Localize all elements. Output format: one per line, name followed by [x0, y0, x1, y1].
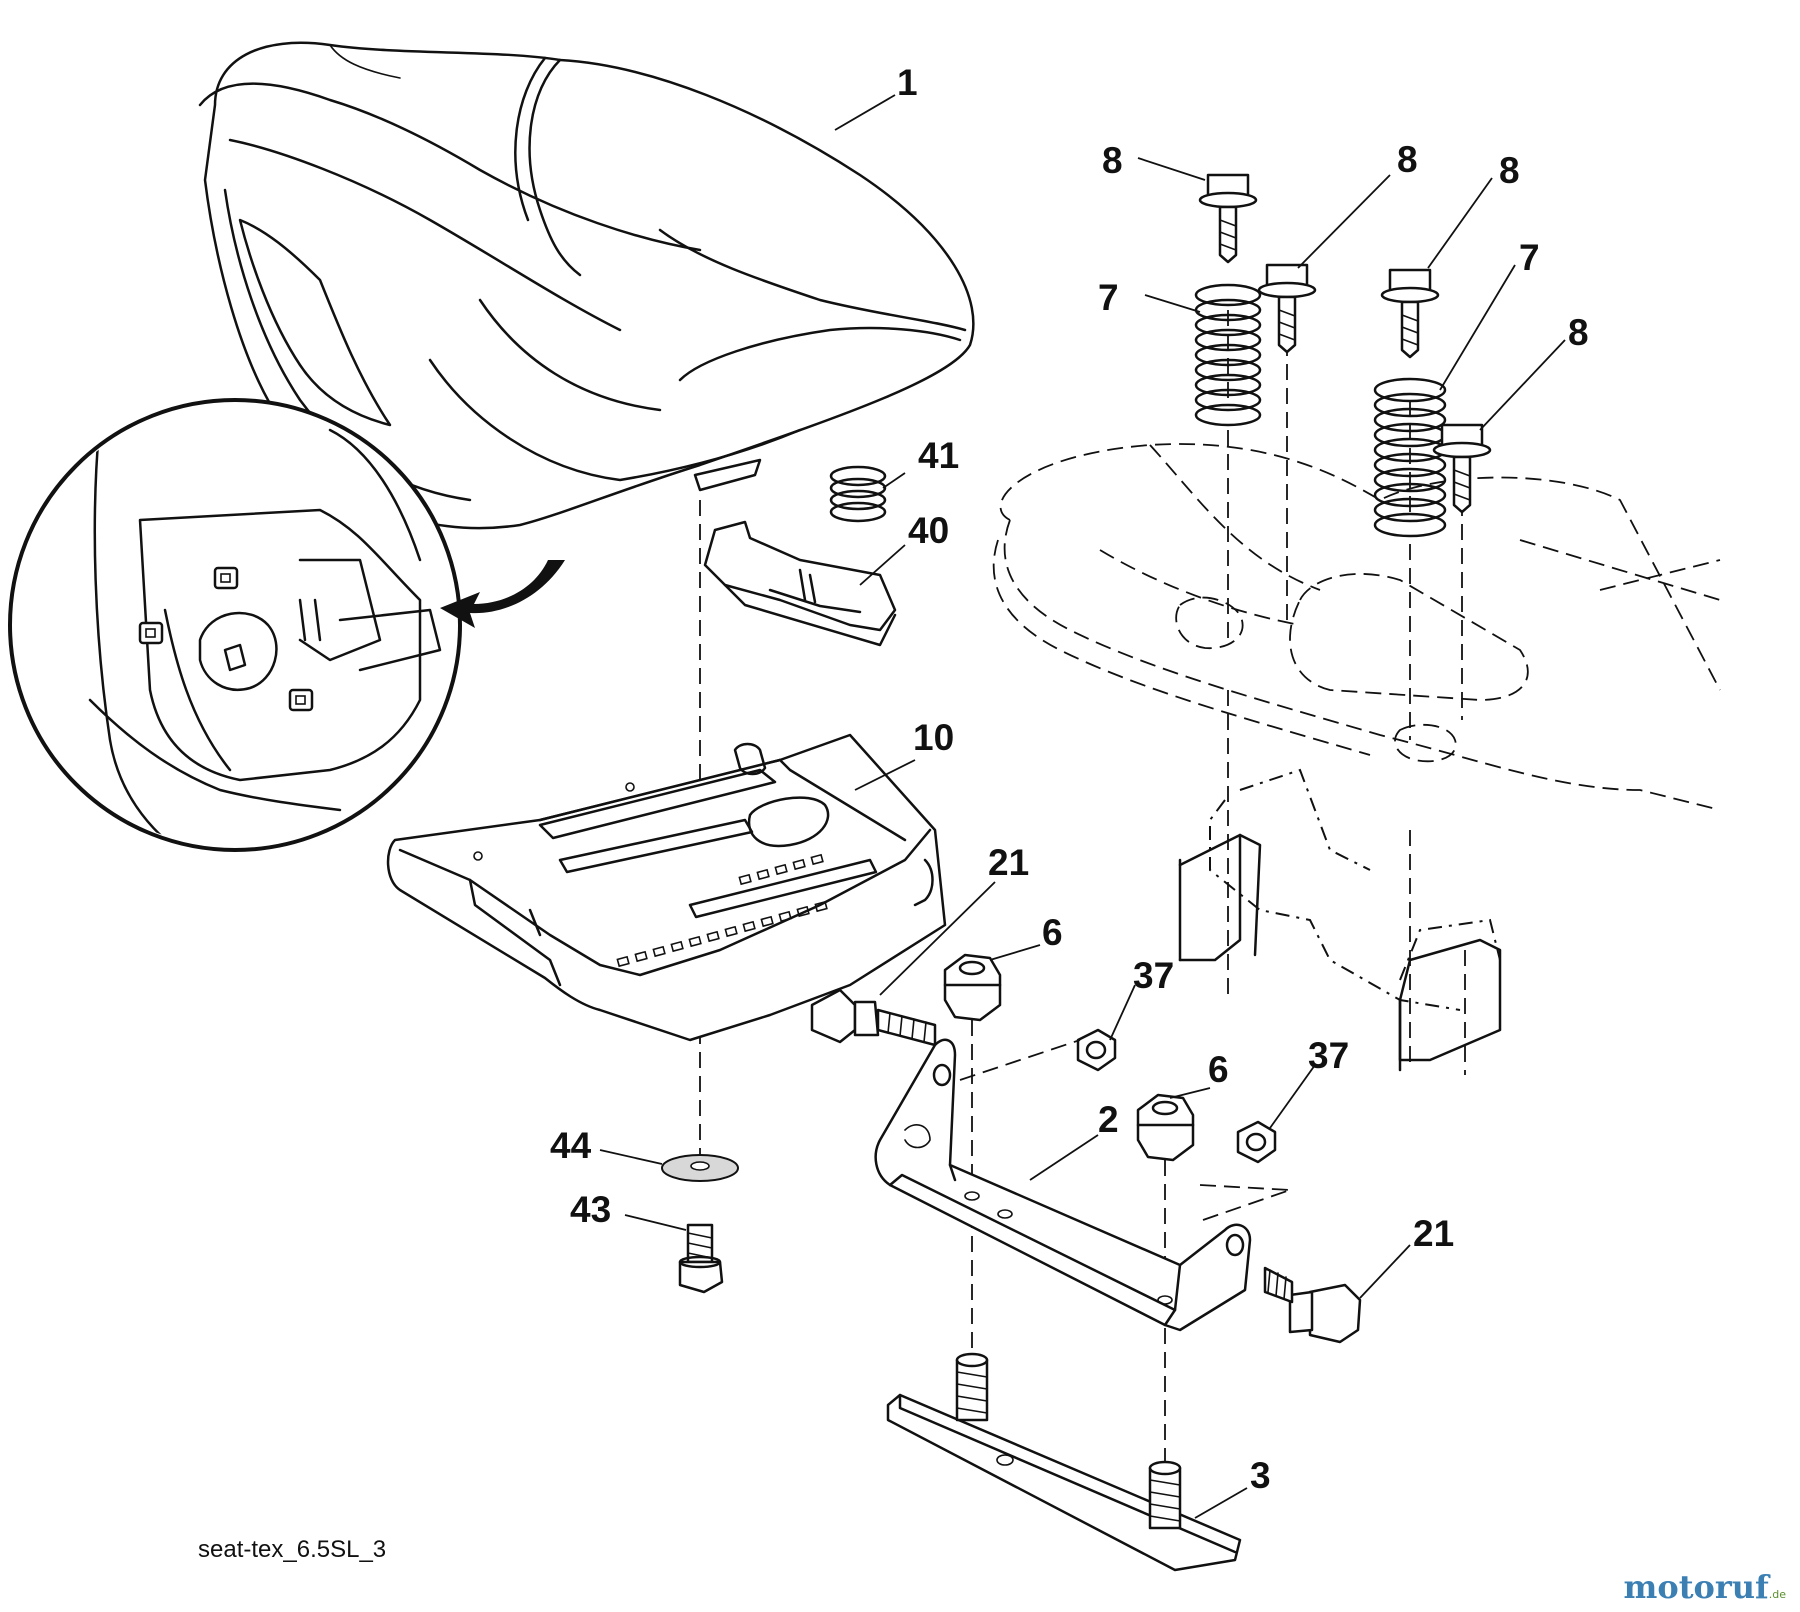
bolt-top-middle [1257, 263, 1317, 620]
seat-bracket [874, 1038, 1252, 1332]
callout-bracket: 2 [1098, 1099, 1119, 1140]
callout-bolt-b: 8 [1397, 139, 1418, 180]
callout-spring-left: 7 [1098, 277, 1119, 318]
seat [198, 41, 975, 530]
callout-washer-nut-lower: 37 [1308, 1035, 1349, 1076]
flange-nut-upper [1076, 1028, 1117, 1072]
lock-nut-upper [943, 953, 1002, 1022]
frame-bracket-right [1398, 830, 1502, 1075]
leader-lines [599, 94, 1566, 1519]
callout-bolt-c: 8 [1499, 150, 1520, 191]
callout-washer: 44 [550, 1125, 592, 1166]
callout-washer-nut-upper: 37 [1133, 955, 1174, 996]
callout-seat-pan: 10 [913, 717, 954, 758]
bolt-top-left [1198, 173, 1258, 264]
callout-nut-lower: 6 [1208, 1049, 1229, 1090]
callout-clip: 40 [908, 510, 949, 551]
flange-nut-lower [1236, 1120, 1277, 1164]
frame-bracket-left [1178, 690, 1262, 1000]
shoulder-bolt-lower [1263, 1266, 1362, 1344]
callout-labels: 1 8 8 8 8 7 7 41 40 10 21 6 37 2 6 37 21… [550, 62, 1589, 1496]
detail-inset-view [8, 398, 565, 852]
watermark-logo: motoruf.de [1624, 1568, 1786, 1606]
shoulder-bolt-upper [810, 988, 937, 1047]
watermark-tld: .de [1768, 1588, 1786, 1601]
seat-pan [386, 733, 947, 1042]
bolt-right-lower [1432, 423, 1492, 720]
callout-small-spring: 41 [918, 435, 959, 476]
lock-nut-lower [1136, 1093, 1195, 1162]
small-spring [829, 465, 887, 523]
seat-clip [703, 520, 897, 647]
callout-seat: 1 [897, 62, 918, 103]
detail-arrow-icon [440, 560, 565, 628]
flat-washer [661, 1154, 739, 1182]
callout-shoulder-bolt-upper: 21 [988, 842, 1029, 883]
callout-spring-right: 7 [1519, 237, 1540, 278]
callout-base-plate: 3 [1250, 1455, 1271, 1496]
callout-nut-upper: 6 [1042, 912, 1063, 953]
spring-left [1194, 283, 1262, 640]
callout-shoulder-bolt-lower: 21 [1413, 1213, 1454, 1254]
mower-frame-outline [992, 443, 1721, 1011]
callout-bolt-e: 8 [1568, 312, 1589, 353]
callout-bolt-a: 8 [1102, 140, 1123, 181]
screw [678, 1223, 724, 1294]
base-plate [886, 1352, 1242, 1572]
callout-screw: 43 [570, 1189, 611, 1230]
watermark-name: motoruf [1623, 1568, 1769, 1606]
spring-right [1373, 377, 1447, 740]
bolt-top-right [1380, 268, 1440, 359]
seat-pan-adjust-slots [616, 853, 828, 968]
drawing-reference-caption: seat-tex_6.5SL_3 [198, 1536, 387, 1563]
